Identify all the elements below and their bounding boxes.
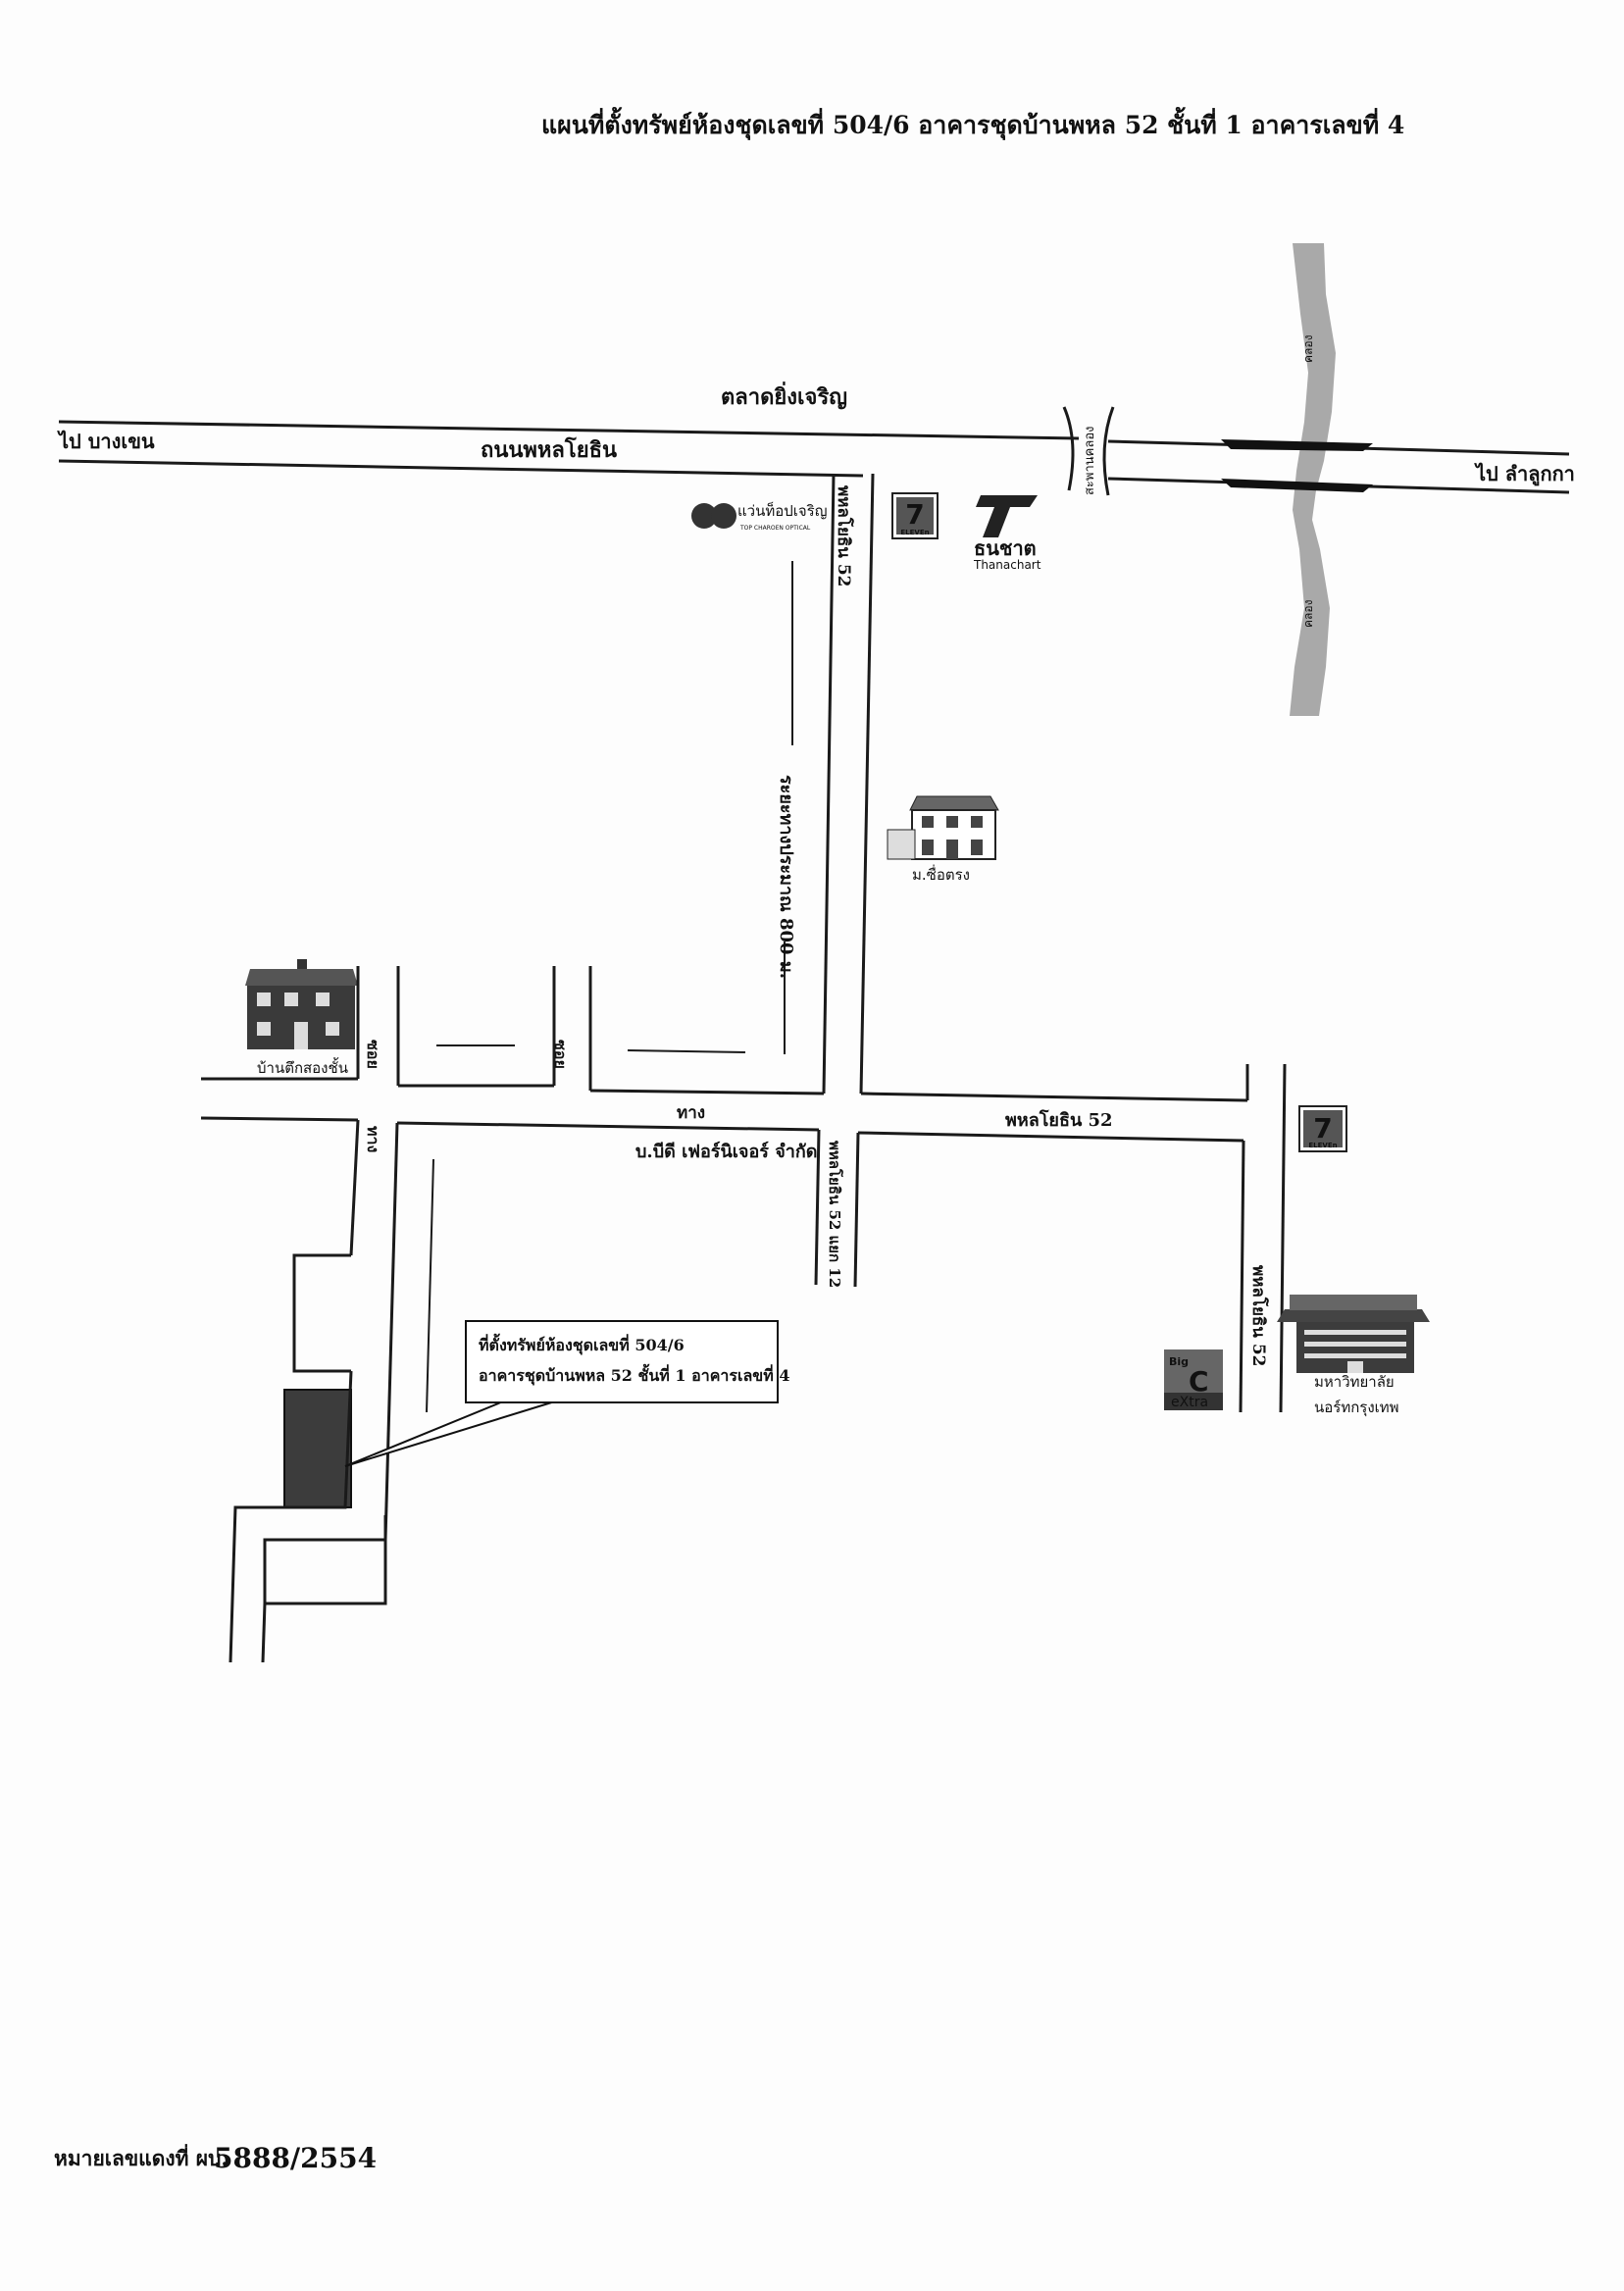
university-label-1: มหาวิทยาลัย (1314, 1373, 1395, 1391)
way-left-west-edge (349, 1119, 360, 1256)
bigc-logo: Big C eXtra (1164, 1349, 1223, 1410)
canal-label-bottom: คลอง (1301, 600, 1315, 628)
soi52-right-east-edge (1279, 1063, 1287, 1413)
canal-bridge-top (1221, 439, 1373, 451)
soi-52-12-east-edge (853, 1132, 860, 1288)
company-label: บ.บีดี เฟอร์นิเจอร์ จำกัด (635, 1141, 817, 1162)
inner-lane-line (426, 1158, 434, 1413)
bigc-bottom: eXtra (1171, 1395, 1208, 1410)
main-road-top-edge (58, 420, 1080, 440)
to-lamlukka-label: ไป ลำลูกกา (1474, 462, 1575, 487)
optical-shop-logo: แว่นท็อปเจริญ TOP CHAROEN OPTICAL (691, 501, 828, 532)
bank-name: ธนชาต (974, 536, 1037, 560)
soi-52-12-label: พหลโยธิน 52 แยก 12 (826, 1141, 844, 1288)
lower-road-left-edge (200, 1116, 359, 1122)
callout-pointer (344, 1392, 584, 1467)
bridge-right (1102, 406, 1115, 496)
townhouse-icon (245, 959, 358, 1049)
seven-eleven-logo-top: 7 ELEVEn (891, 492, 939, 539)
plot-left-boundary (228, 1370, 353, 1663)
bridge-left (1062, 406, 1075, 491)
seven-number-right: 7 (1313, 1112, 1332, 1145)
plot-upper (292, 1253, 351, 1373)
phahon52-top-edge (860, 1092, 1248, 1102)
phahon52-horizontal-label: พหลโยธิน 52 (1005, 1109, 1113, 1131)
plot-lower (263, 1515, 387, 1605)
bank-sub: Thanachart (973, 558, 1041, 572)
townhouse-label: บ้านตึกสองชั้น (257, 1057, 348, 1077)
map-title: แผนที่ตั้งทรัพย์ห้องชุดเลขที่ 504/6 อาคา… (541, 106, 1404, 141)
canal (1290, 243, 1336, 716)
market-label: ตลาดยิ่งเจริญ (721, 381, 847, 410)
optical-shop-name: แว่นท็อปเจริญ (737, 501, 828, 520)
way-left-east-edge (383, 1122, 399, 1541)
lower-road-mid-edge (396, 1121, 820, 1132)
soi-left-label: ซอย (364, 1040, 382, 1069)
soi52-right-west-edge (1239, 1140, 1245, 1413)
soi-52-12-west-edge (814, 1129, 821, 1286)
main-road-bottom-edge (58, 459, 864, 478)
canal-bridge-bottom (1221, 479, 1373, 492)
soi52-right-edge (859, 473, 875, 1095)
thanachart-bank-logo: ธนชาต Thanachart (973, 495, 1041, 572)
soi52-vertical-label: พหลโยธิน 52 (834, 485, 854, 587)
callout-line-2: อาคารชุดบ้านพหล 52 ชั้นที่ 1 อาคารเลขที่… (479, 1363, 789, 1386)
soi52-left-edge (822, 473, 836, 1095)
phahon52-bottom-edge (857, 1131, 1244, 1143)
to-bangkhen-label: ไป บางเขน (57, 430, 155, 453)
canal-label-top: คลอง (1301, 335, 1315, 363)
seven-text-right: ELEVEn (1308, 1142, 1337, 1149)
soi52-right-label: พหลโยธิน 52 (1248, 1265, 1269, 1367)
distance-label: ระยะทางประมาณ 800 ม. (776, 775, 796, 979)
soi-mid-line (627, 1049, 746, 1053)
bigc-letter: C (1189, 1365, 1209, 1398)
footer-prefix: หมายเลขแดงที่ ผบ. (54, 2143, 228, 2170)
seven-number-top: 7 (905, 498, 924, 531)
right-road-top-edge (589, 1089, 825, 1095)
bridge-label: สะพานคลอง (1083, 427, 1097, 496)
seven-eleven-logo-right: 7 ELEVEn (1298, 1105, 1347, 1152)
subject-property (283, 1389, 352, 1508)
soi-mid-label: ซอย (551, 1040, 570, 1069)
phahon-road-label: ถนนพหลโยธิน (481, 436, 617, 463)
seven-text-top: ELEVEn (900, 529, 929, 536)
optical-shop-sub: TOP CHAROEN OPTICAL (739, 525, 811, 532)
way-left-label: ทาง (364, 1126, 382, 1152)
university-label-2: นอร์ทกรุงเทพ (1314, 1399, 1399, 1417)
bigc-top: Big (1169, 1355, 1189, 1368)
village-house-icon (887, 795, 999, 860)
university-building-icon (1277, 1295, 1430, 1373)
village-label: ม.ซื่อตรง (912, 864, 970, 884)
way-top-label: ทาง (677, 1103, 705, 1123)
plot-lower-west (261, 1603, 267, 1663)
footer-number: 5888/2554 (214, 2142, 377, 2174)
callout-line-1: ที่ตั้งทรัพย์ห้องชุดเลขที่ 504/6 (479, 1333, 685, 1355)
callout-box (465, 1320, 779, 1403)
